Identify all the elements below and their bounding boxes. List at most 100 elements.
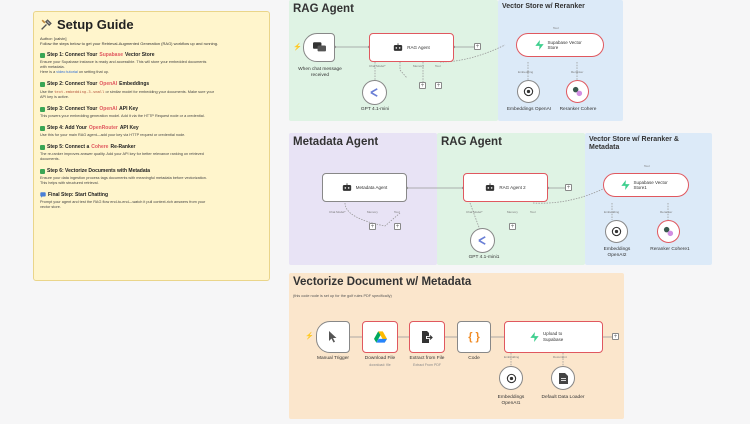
- guide-author: Author: [calvin]: [40, 36, 67, 41]
- add-memory-button[interactable]: +: [369, 223, 376, 230]
- tools-icon: [40, 18, 53, 31]
- checkbox-icon: [40, 125, 45, 131]
- add-tool-button[interactable]: +: [435, 82, 442, 89]
- section-title: Vector Store w/ Reranker: [502, 3, 585, 10]
- embeddings-openai-2-node[interactable]: [605, 220, 628, 243]
- add-tool-button[interactable]: +: [394, 223, 401, 230]
- chat-trigger-label: When chat message received: [298, 67, 342, 78]
- port-tool: Tool: [394, 210, 400, 214]
- chat-trigger-node[interactable]: [303, 33, 335, 62]
- add-next-node-button[interactable]: +: [474, 43, 481, 50]
- extract-from-file-subtitle: Extract From PDF: [412, 363, 441, 367]
- guide-step-2: Step 2: Connect Your OpenAI Embeddings U…: [40, 81, 214, 99]
- openrouter-icon: [477, 235, 488, 246]
- gpt-model-node[interactable]: [362, 80, 387, 105]
- supabase-icon: [534, 40, 544, 50]
- openai-icon: [523, 86, 534, 97]
- checkbox-icon: [40, 106, 45, 112]
- code-label: Code: [468, 356, 480, 361]
- embeddings-openai-node[interactable]: [517, 80, 540, 103]
- guide-title: Setup Guide: [40, 17, 263, 32]
- port-tool: Tool: [553, 26, 559, 30]
- vector-store-reranker-metadata-section: Vector Store w/ Reranker & Metadata: [585, 133, 712, 265]
- rag-agent-node[interactable]: RAG Agent: [369, 33, 454, 62]
- metadata-agent-node[interactable]: Metadata Agent: [322, 173, 407, 202]
- port-embedding: Embedding: [518, 70, 534, 74]
- port-document: Document: [553, 355, 567, 359]
- chat-icon: [312, 42, 326, 53]
- add-memory-button[interactable]: +: [419, 82, 426, 89]
- port-chat-model: Chat Model*: [369, 64, 386, 68]
- add-memory-button[interactable]: +: [509, 223, 516, 230]
- guide-step-1: Step 1: Connect Your Supabase Vector Sto…: [40, 52, 207, 74]
- add-next-node-button[interactable]: +: [612, 333, 619, 340]
- manual-trigger-node[interactable]: [316, 321, 350, 353]
- openrouter-icon: [369, 87, 380, 98]
- port-memory: Memory: [413, 64, 424, 68]
- upload-to-supabase-node[interactable]: Upload to Supabase: [504, 321, 603, 353]
- document-icon: [558, 372, 568, 384]
- add-next-node-button[interactable]: +: [565, 184, 572, 191]
- supabase-icon: [620, 180, 630, 190]
- guide-step-3: Step 3: Connect Your OpenAI API Key This…: [40, 106, 205, 118]
- port-chat-model: Chat Model*: [466, 210, 483, 214]
- gpt-model-2-node[interactable]: [470, 228, 495, 253]
- cursor-icon: [328, 331, 338, 343]
- guide-step-final: Final Step: Start Chatting Prompt your a…: [40, 192, 206, 209]
- extract-from-file-node[interactable]: [409, 321, 445, 353]
- port-tool: Tool: [644, 164, 650, 168]
- port-memory: Memory: [367, 210, 378, 214]
- section-title: RAG Agent: [441, 136, 502, 148]
- port-tool: Tool: [530, 210, 536, 214]
- checkbox-icon: [40, 168, 45, 174]
- checkbox-icon: [40, 144, 45, 150]
- guide-intro: Follow the steps below to get your Retri…: [40, 41, 219, 46]
- cohere-icon: [572, 86, 583, 97]
- guide-step-6: Step 6: Vectorize Documents with Metadat…: [40, 168, 207, 185]
- section-title: RAG Agent: [293, 3, 354, 15]
- vector-store-reranker-section: Vector Store w/ Reranker: [498, 0, 623, 121]
- manual-trigger-label: Manual Trigger: [317, 356, 349, 361]
- section-title: Vectorize Document w/ Metadata: [293, 276, 472, 288]
- chat-bubble-icon: [40, 192, 46, 198]
- supabase-vector-store-1-node[interactable]: Supabase Vector Store1: [603, 173, 689, 197]
- embeddings-openai-label: Embeddings OpenAI: [506, 107, 552, 112]
- port-chat-model: Chat Model*: [329, 210, 346, 214]
- reranker-cohere-1-label: Reranker Cohere1: [650, 247, 690, 252]
- port-reranker: Reranker: [660, 210, 673, 214]
- file-export-icon: [421, 331, 433, 343]
- cohere-icon: [663, 226, 674, 237]
- embeddings-openai-1-node[interactable]: [499, 366, 523, 390]
- embeddings-openai-2-label: Embeddings OpenAI2: [603, 247, 631, 258]
- rag-agent-2-node[interactable]: RAG Agent 2: [463, 173, 548, 202]
- google-drive-icon: [373, 331, 387, 343]
- section-title: Metadata Agent: [293, 136, 379, 148]
- guide-step-4: Step 4: Add Your OpenRouter API Key Use …: [40, 125, 186, 137]
- trigger-bolt-icon: ⚡: [305, 333, 314, 340]
- robot-icon: [342, 183, 352, 192]
- trigger-bolt-icon: ⚡: [293, 44, 302, 51]
- reranker-cohere-label: Reranker Cohere: [559, 107, 597, 112]
- guide-step-5: Step 5: Connect a Cohere Re-Ranker The r…: [40, 144, 204, 161]
- reranker-cohere-1-node[interactable]: [657, 220, 680, 243]
- supabase-vector-store-node[interactable]: Supabase Vector Store: [516, 33, 604, 57]
- reranker-cohere-node[interactable]: [566, 80, 589, 103]
- download-file-node[interactable]: [362, 321, 398, 353]
- setup-guide-note[interactable]: Setup Guide Author: [calvin] Follow the …: [33, 11, 270, 281]
- default-data-loader-label: Default Data Loader: [541, 395, 585, 400]
- port-reranker: Reranker: [571, 70, 584, 74]
- embeddings-openai-1-label: Embeddings OpenAI1: [497, 395, 525, 406]
- openai-icon: [506, 373, 517, 384]
- section-note: (this code node is set up for the golf r…: [293, 294, 392, 298]
- section-title: Vector Store w/ Reranker & Metadata: [589, 136, 679, 151]
- port-embedding: Embedding: [604, 210, 620, 214]
- port-embedding: Embedding: [504, 355, 520, 359]
- default-data-loader-node[interactable]: [551, 366, 575, 390]
- download-file-subtitle: download: file: [369, 363, 391, 367]
- code-braces-icon: { }: [468, 331, 480, 343]
- gpt-model-label: GPT 4.1-mini: [360, 107, 390, 112]
- checkbox-icon: [40, 52, 45, 58]
- robot-icon: [485, 183, 495, 192]
- code-node[interactable]: { }: [457, 321, 491, 353]
- video-tutorial-link[interactable]: video tutorial: [56, 70, 78, 74]
